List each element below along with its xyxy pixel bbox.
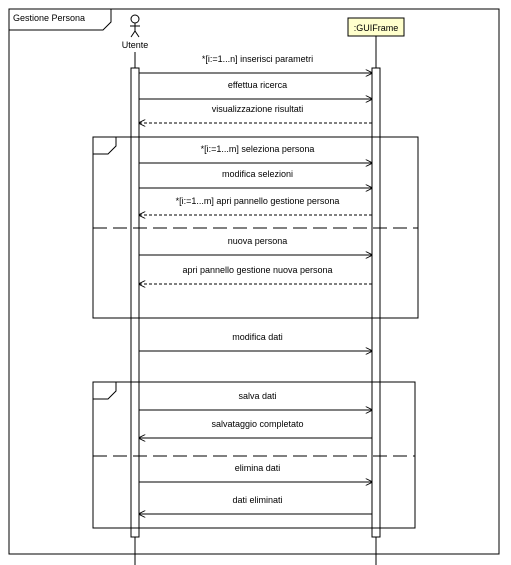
fragment-tab bbox=[93, 137, 117, 155]
diagram-frame bbox=[8, 8, 500, 555]
message-label: nuova persona bbox=[228, 236, 288, 246]
actor-label: Utente bbox=[122, 40, 149, 50]
message-label: effettua ricerca bbox=[228, 80, 287, 90]
frame-title: Gestione Persona bbox=[13, 13, 85, 23]
message-label: salvataggio completato bbox=[211, 419, 303, 429]
message-label: *[i:=1...n] inserisci parametri bbox=[202, 54, 313, 64]
message-label: elimina dati bbox=[235, 463, 281, 473]
fragment-tab bbox=[93, 382, 117, 400]
combined-fragment bbox=[92, 381, 416, 529]
actor-icon bbox=[130, 14, 140, 38]
object-label: :GUIFrame bbox=[354, 23, 399, 33]
message-label: apri pannello gestione nuova persona bbox=[182, 265, 332, 275]
message-label: visualizzazione risultati bbox=[212, 104, 304, 114]
object-activation-bar bbox=[371, 67, 381, 538]
message-label: *[i:=1...m] seleziona persona bbox=[201, 144, 315, 154]
message-list: *[i:=1...n] inserisci parametri effettua … bbox=[139, 54, 372, 514]
actor-activation-bar bbox=[130, 67, 140, 538]
message-label: modifica selezioni bbox=[222, 169, 293, 179]
message-label: *[i:=1...m] apri pannello gestione perso… bbox=[176, 196, 340, 206]
message-label: modifica dati bbox=[232, 332, 283, 342]
frame-title-tab bbox=[9, 9, 112, 31]
message-label: salva dati bbox=[238, 391, 276, 401]
message-label: dati eliminati bbox=[232, 495, 282, 505]
